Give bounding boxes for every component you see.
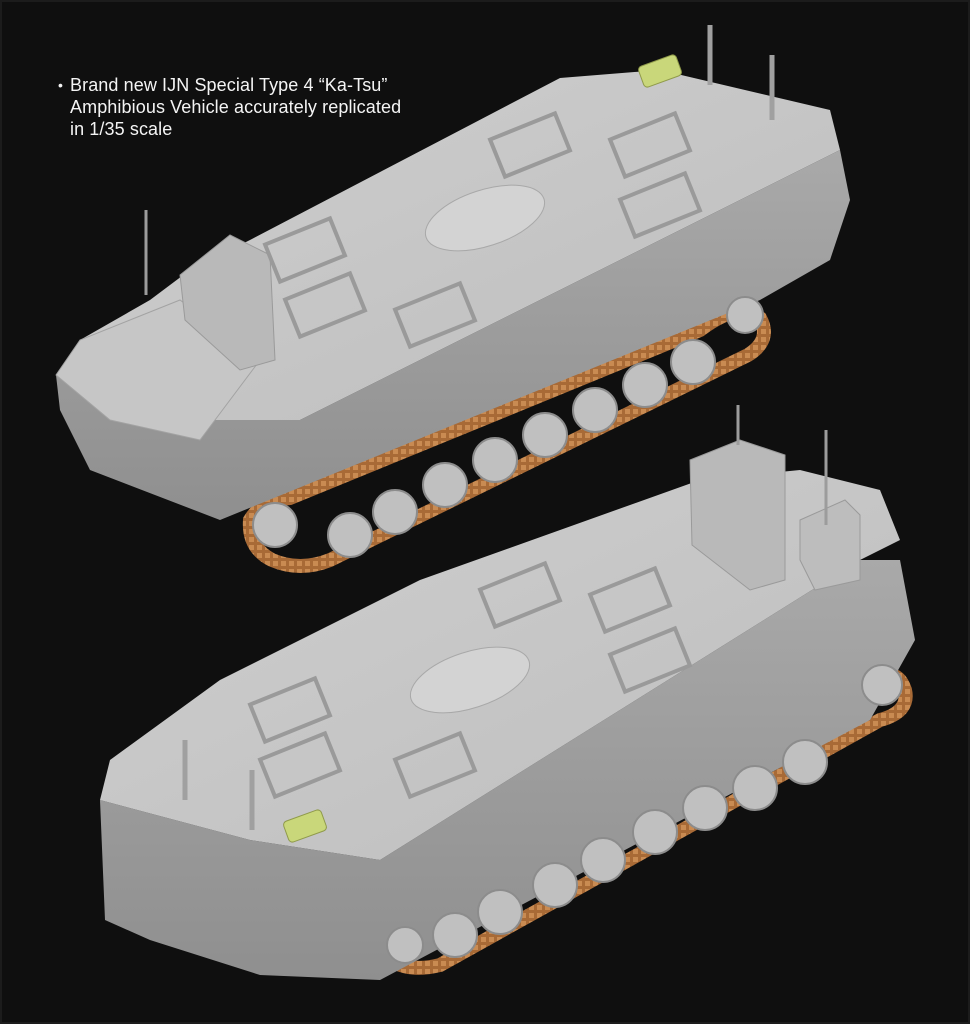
caption-line-1: Brand new IJN Special Type 4 “Ka-Tsu” xyxy=(70,75,388,95)
conning-box-bottom-vehicle xyxy=(689,439,786,591)
caption-bullet: • xyxy=(58,77,64,93)
vehicle-bottom-view xyxy=(100,405,915,980)
dome-bottom-vehicle xyxy=(409,646,531,714)
rear-box-bottom-vehicle xyxy=(799,499,861,591)
hull-side-top-vehicle xyxy=(56,150,850,520)
hatches-top-vehicle xyxy=(262,110,703,350)
caption-text: Brand new IJN Special Type 4 “Ka-Tsu” Am… xyxy=(70,74,401,140)
exhaust-top-vehicle xyxy=(638,54,682,88)
caption-line-2: Amphibious Vehicle accurately replicated xyxy=(70,97,402,117)
vehicle-top-view xyxy=(55,25,850,573)
exhaust-bottom-vehicle xyxy=(283,809,327,843)
track-top-vehicle xyxy=(242,304,771,573)
caption-line-3: in 1/35 scale xyxy=(70,119,173,139)
conning-box-top-vehicle xyxy=(179,234,276,371)
dome-top-vehicle xyxy=(424,184,546,252)
hatches-bottom-vehicle xyxy=(247,560,693,800)
hull-side-bottom-vehicle xyxy=(100,560,915,980)
road-wheels-bottom-vehicle xyxy=(386,664,903,964)
road-wheels-top-vehicle xyxy=(252,296,764,558)
